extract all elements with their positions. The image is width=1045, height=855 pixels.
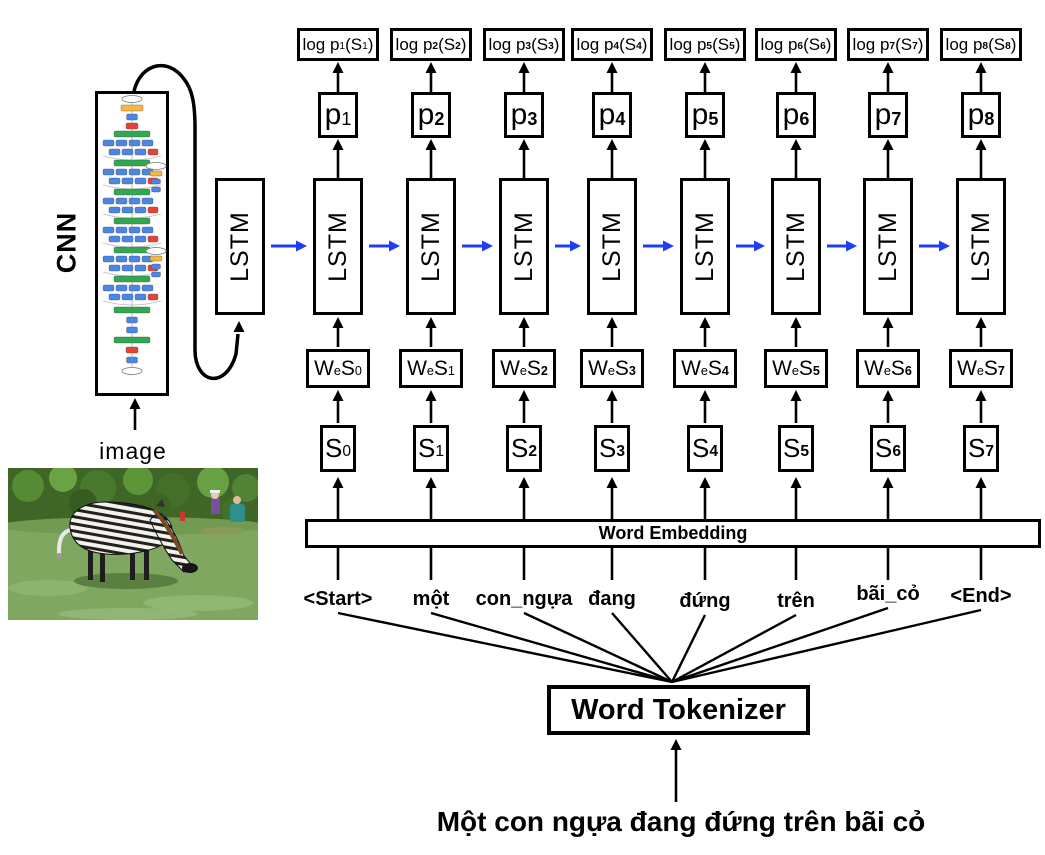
input-sentence: Một con ngựa đang đứng trên bãi cỏ <box>436 806 926 837</box>
lstm-box: LSTM <box>680 178 730 315</box>
lstm-box: LSTM <box>771 178 821 315</box>
word-token: con_ngựa <box>475 588 573 610</box>
word-tokenizer-label: Word Tokenizer <box>571 693 786 726</box>
lstm-label: LSTM <box>225 211 254 282</box>
word-token: đang <box>588 588 636 610</box>
word-embedding-bar: Word Embedding <box>305 519 1041 548</box>
zebra-photo <box>8 468 258 620</box>
lstm-box: LSTM <box>587 178 637 315</box>
lstm-label: LSTM <box>323 211 352 282</box>
cnn-label: CNN <box>51 211 82 274</box>
lstm-label: LSTM <box>597 211 626 282</box>
word-token: một <box>412 588 450 610</box>
word-token: trên <box>777 590 815 612</box>
image-label: image <box>99 438 167 464</box>
lstm-box: LSTM <box>499 178 549 315</box>
word-embedding-label: Word Embedding <box>598 523 748 543</box>
lstm-label: LSTM <box>873 211 902 282</box>
word-token: bãi_cỏ <box>856 583 920 605</box>
lstm-box: LSTM <box>406 178 456 315</box>
word-token: <Start> <box>303 588 373 610</box>
lstm-label: LSTM <box>690 211 719 282</box>
person-teal <box>230 504 245 522</box>
lstm-label: LSTM <box>781 211 810 282</box>
person-purple <box>211 498 220 514</box>
lstm-box: LSTM <box>313 178 363 315</box>
lstm-box: LSTM <box>863 178 913 315</box>
lstm-box: LSTM <box>956 178 1006 315</box>
lstm-label: LSTM <box>509 211 538 282</box>
lstm-label: LSTM <box>966 211 995 282</box>
lstm-box: LSTM <box>215 178 265 315</box>
word-token: đứng <box>679 590 731 612</box>
word-token: <End> <box>950 585 1012 607</box>
zebra <box>56 499 198 582</box>
lstm-label: LSTM <box>416 211 445 282</box>
word-tokenizer-box: Word Tokenizer <box>547 685 810 735</box>
cnn-box <box>95 91 169 396</box>
